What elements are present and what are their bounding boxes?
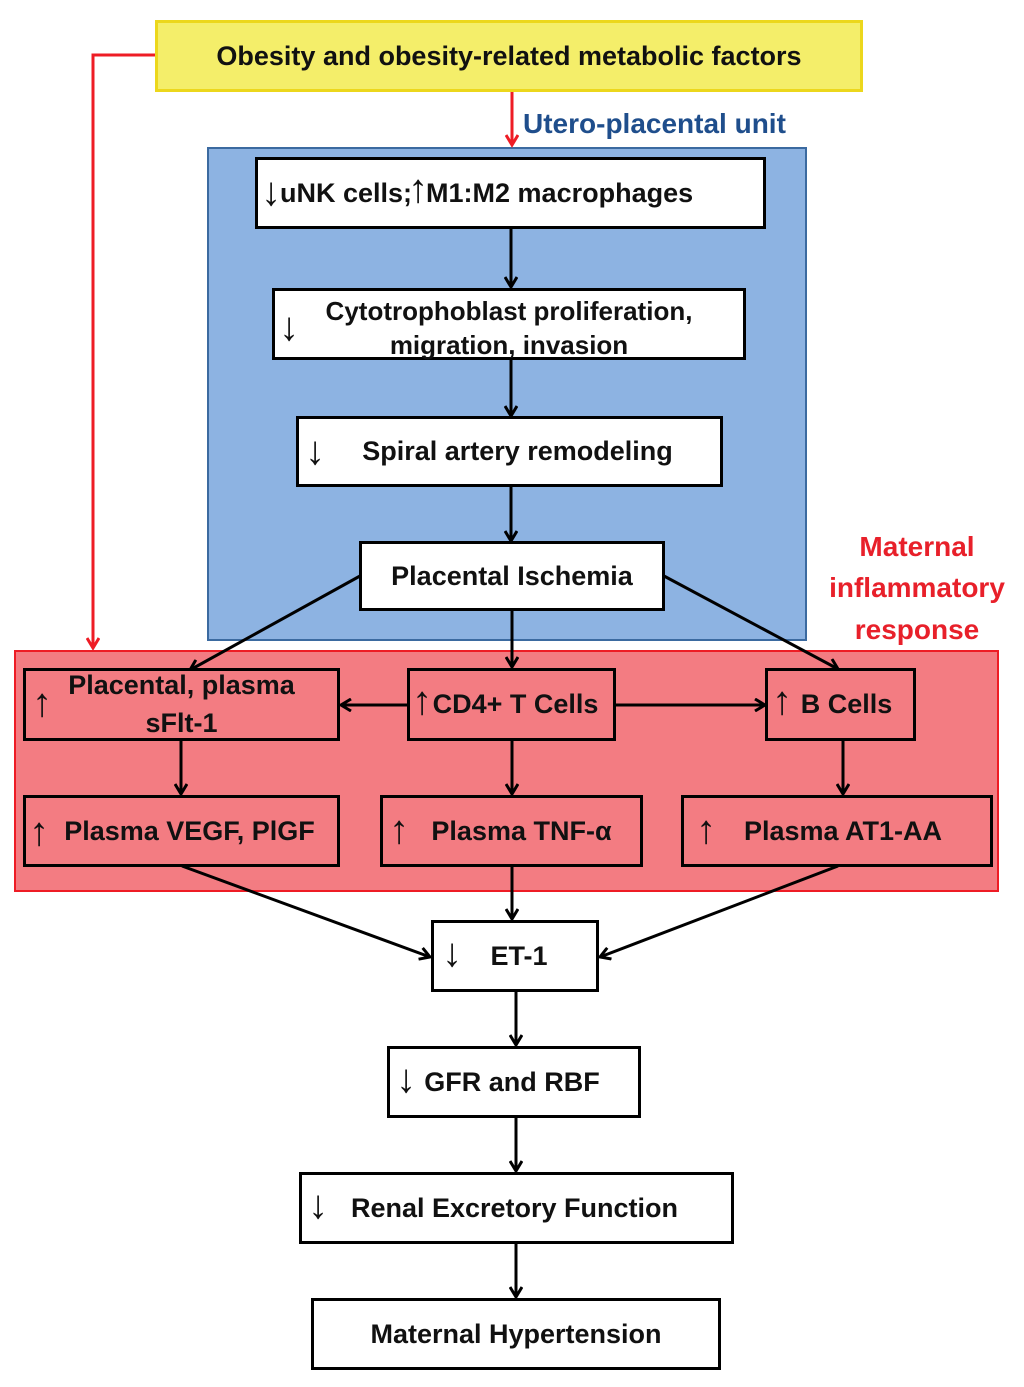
maternal-inflammatory-label-line-3: response (854, 613, 980, 645)
utero-placental-label: Utero-placental unit (523, 108, 786, 139)
spiral-artery-text: Spiral artery remodeling (362, 436, 673, 467)
placental-ischemia-text: Placental Ischemia (391, 560, 633, 591)
gfr-rbf-node: ↓ GFR and RBF (387, 1046, 641, 1118)
b-cells-node: ↑ B Cells (765, 668, 916, 741)
maternal-inflammatory-label-line-2: inflammatory (829, 572, 1005, 604)
at1-aa-text: Plasma AT1-AA (743, 815, 943, 846)
et1-node: ↓ ET-1 (431, 920, 599, 992)
down-arrow-icon: ↓ (305, 429, 325, 473)
sflt1-node: ↑ Placental, plasma sFlt-1 (23, 668, 340, 741)
spiral-artery-node: ↓ Spiral artery remodeling (296, 416, 723, 487)
macrophages-text: M1:M2 macrophages (426, 177, 694, 208)
cd4-t-cells-text: CD4+ T Cells (432, 689, 599, 720)
cytotrophoblast-line-2: migration, invasion (389, 330, 629, 360)
et1-text: ET-1 (490, 940, 548, 971)
sflt1-line-1: Placental, plasma (68, 669, 295, 700)
down-arrow-icon: ↓ (396, 1057, 416, 1101)
sflt1-line-2: sFlt-1 (145, 707, 218, 738)
tnf-alpha-node: ↑ Plasma TNF-α (380, 795, 643, 867)
down-arrow-icon: ↓ (442, 931, 462, 975)
gfr-rbf-text: GFR and RBF (424, 1066, 600, 1097)
up-arrow-icon: ↑ (389, 808, 409, 852)
cytotrophoblast-line-1: Cytotrophoblast proliferation, (325, 296, 693, 327)
vegf-plgf-node: ↑ Plasma VEGF, PlGF (23, 795, 340, 867)
down-arrow-icon: ↓ (279, 305, 299, 349)
renal-excretory-text: Renal Excretory Function (350, 1192, 679, 1223)
up-arrow-icon: ↑ (696, 808, 716, 852)
obesity-factors-node: Obesity and obesity-related metabolic fa… (155, 20, 863, 92)
maternal-inflammatory-label-line-1: Maternal (859, 531, 975, 562)
up-arrow-icon: ↑ (29, 810, 49, 854)
cytotrophoblast-node: ↓ Cytotrophoblast proliferation, migrati… (272, 288, 746, 360)
b-cells-text: B Cells (800, 689, 893, 720)
up-arrow-icon: ↑ (408, 167, 429, 211)
maternal-hypertension-node: Maternal Hypertension (311, 1298, 721, 1370)
vegf-plgf-text: Plasma VEGF, PlGF (64, 815, 315, 846)
renal-excretory-node: ↓ Renal Excretory Function (299, 1172, 734, 1244)
unk-macrophages-node: ↓ uNK cells; ↑ M1:M2 macrophages (255, 157, 766, 229)
cd4-t-cells-node: ↑ CD4+ T Cells (407, 668, 616, 741)
maternal-hypertension-text: Maternal Hypertension (370, 1318, 662, 1349)
tnf-alpha-text: Plasma TNF-α (431, 815, 612, 846)
maternal-inflammatory-label: Maternal inflammatory response (812, 526, 1022, 650)
up-arrow-icon: ↑ (412, 679, 432, 723)
obesity-factors-text: Obesity and obesity-related metabolic fa… (216, 40, 802, 71)
down-arrow-icon: ↓ (261, 170, 281, 214)
up-arrow-icon: ↑ (32, 681, 52, 725)
edge-top-to-inflammatory (93, 53, 155, 648)
placental-ischemia-node: Placental Ischemia (359, 541, 665, 611)
up-arrow-icon: ↑ (772, 679, 792, 723)
unk-text: uNK cells; (280, 177, 413, 208)
down-arrow-icon: ↓ (308, 1183, 328, 1227)
at1-aa-node: ↑ Plasma AT1-AA (681, 795, 993, 867)
